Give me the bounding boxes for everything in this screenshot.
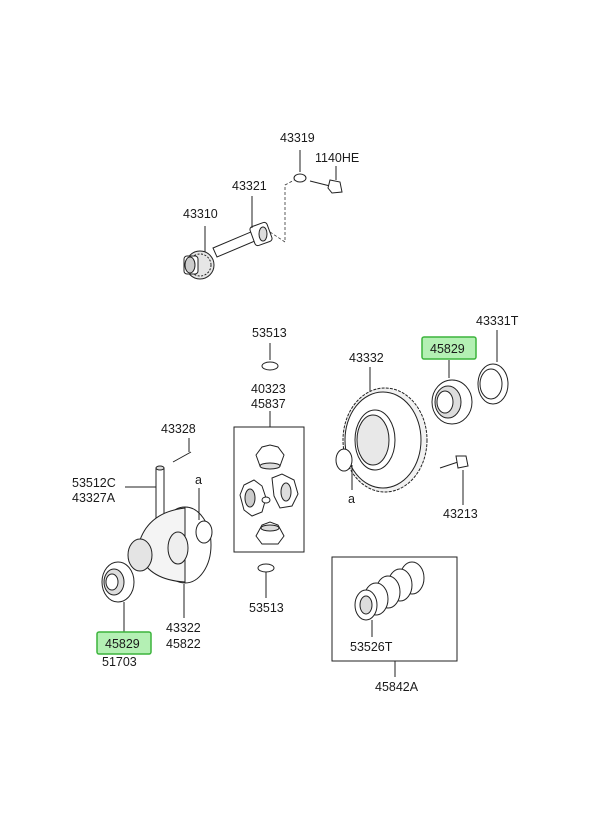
bearing-45829-right[interactable] (431, 379, 473, 425)
label-43319: 43319 (280, 131, 315, 145)
dashed-leader-plate (269, 177, 299, 243)
label-43321: 43321 (232, 179, 267, 193)
speedometer-group (183, 150, 343, 280)
label-53512C: 53512C (72, 476, 116, 490)
label-43213: 43213 (443, 507, 478, 521)
label-1140HE: 1140HE (315, 151, 359, 165)
label-43327A: 43327A (72, 491, 116, 505)
side-gear-lower[interactable] (255, 521, 285, 545)
thrust-washer[interactable] (261, 496, 271, 504)
washer-53513-top[interactable] (261, 361, 279, 371)
pin-43328[interactable] (172, 451, 192, 463)
label-43322: 43322 (166, 621, 201, 635)
diff-case-group (101, 438, 213, 632)
label-51703: 51703 (102, 655, 137, 669)
label-45822: 45822 (166, 637, 201, 651)
label-53513-top: 53513 (252, 326, 287, 340)
lock-plate-43319[interactable] (293, 173, 307, 183)
label-43310: 43310 (183, 207, 218, 221)
shim-stack-53526T[interactable] (354, 561, 425, 621)
o-ring-a-right[interactable] (335, 448, 353, 472)
pinion-kit-box (233, 426, 305, 553)
label-a-left: a (195, 473, 202, 487)
label-45842A: 45842A (375, 680, 419, 694)
side-gear-upper[interactable] (255, 444, 285, 470)
label-43332: 43332 (349, 351, 384, 365)
o-ring-a-left[interactable] (195, 520, 213, 544)
ring-gear-43332[interactable] (342, 387, 428, 493)
label-43331T: 43331T (476, 314, 519, 328)
washer-53513-bottom[interactable] (257, 563, 275, 573)
ring-gear-group (335, 330, 509, 505)
diff-case-43322[interactable] (127, 506, 212, 584)
pinion-gear-right[interactable] (271, 473, 299, 509)
label-40323: 40323 (251, 382, 286, 396)
label-45837: 45837 (251, 397, 286, 411)
driven-gear-43310[interactable] (183, 250, 215, 280)
bolt-1140HE[interactable] (309, 179, 343, 194)
seal-43331T[interactable] (477, 363, 509, 405)
label-a-right: a (348, 492, 355, 506)
bearing-45829-left[interactable] (101, 561, 135, 603)
highlight-45829-right[interactable] (421, 336, 477, 360)
label-53513-bottom: 53513 (249, 601, 284, 615)
label-43328: 43328 (161, 422, 196, 436)
highlight-45829-left[interactable] (96, 631, 152, 655)
pinion-set-group (233, 343, 305, 598)
shim-set-group (331, 556, 458, 677)
sleeve-43321[interactable] (212, 221, 273, 258)
label-45829-right: 45829 (430, 342, 465, 356)
label-45829-left: 45829 (105, 637, 140, 651)
pinion-gear-left[interactable] (239, 479, 267, 517)
bolt-43213[interactable] (439, 455, 469, 469)
label-53526T: 53526T (350, 640, 393, 654)
